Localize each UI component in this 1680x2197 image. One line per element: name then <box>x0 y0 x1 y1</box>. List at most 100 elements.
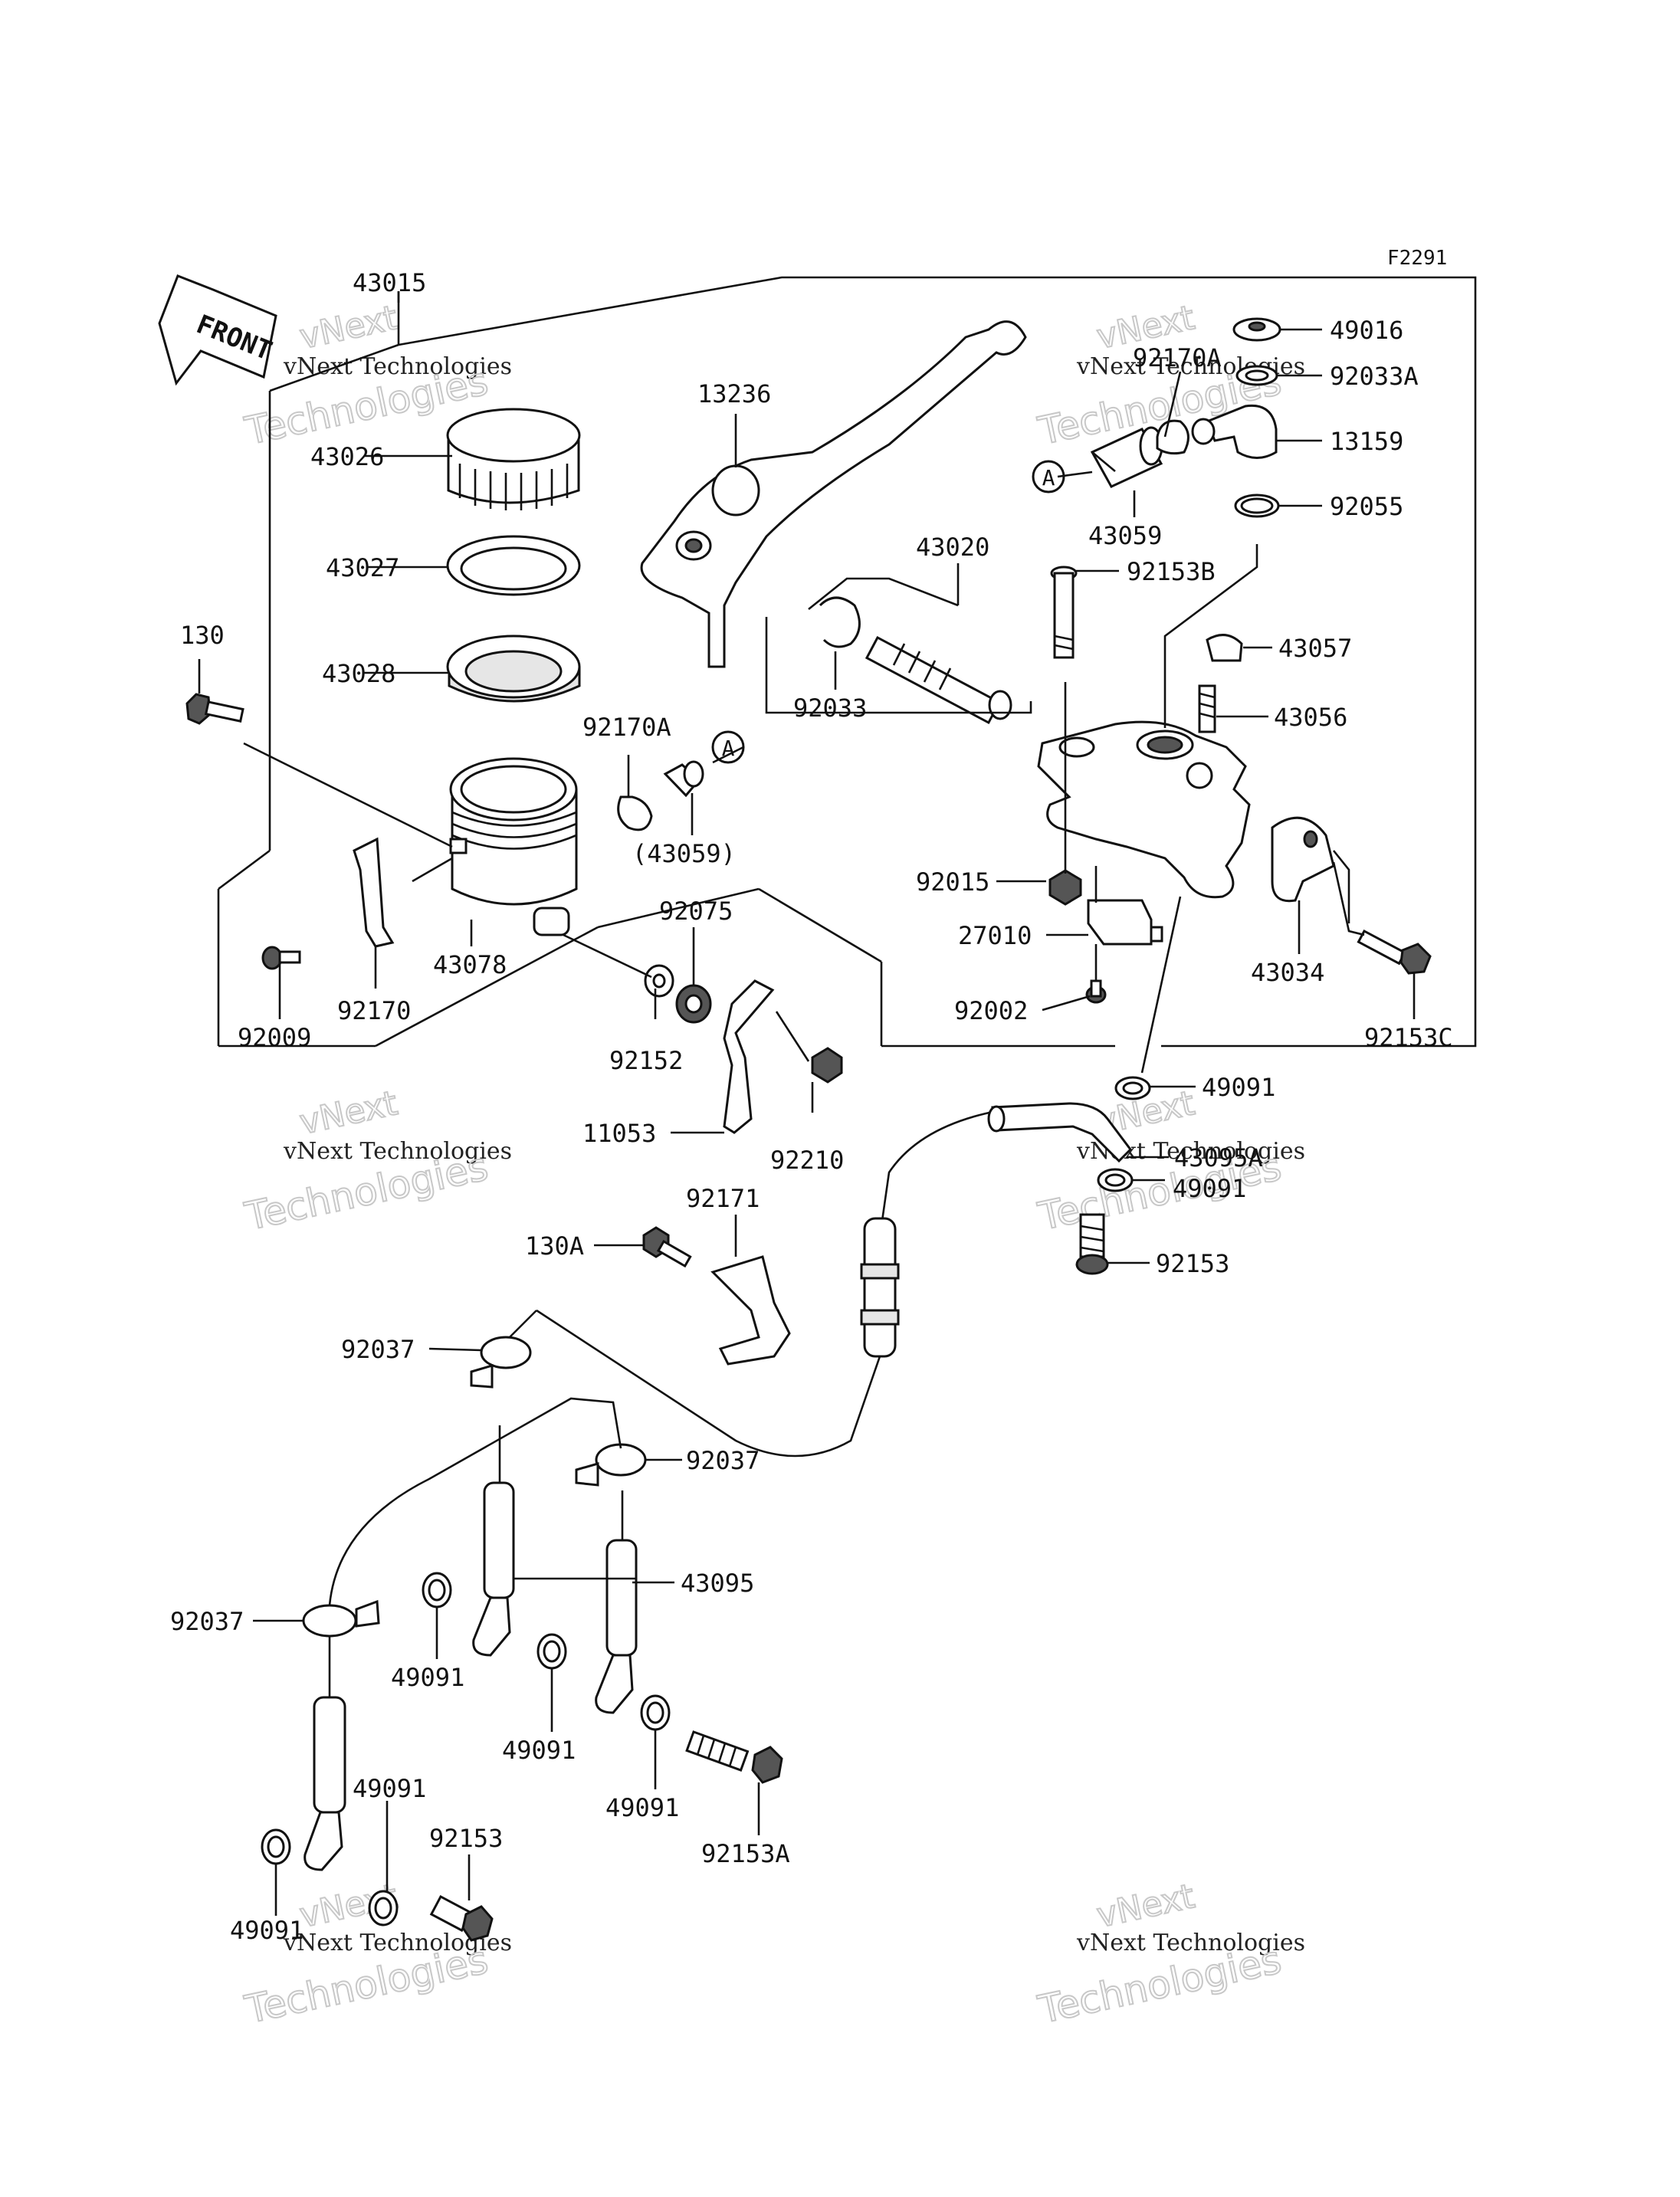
bolt-92153B <box>1050 566 1078 659</box>
brake-lever-13236 <box>640 320 1027 668</box>
nut-92210 <box>811 1047 843 1084</box>
clamp-92170A-left <box>617 795 653 831</box>
leader-lines <box>198 291 1416 1916</box>
label-92037-c: 92037 <box>170 1607 244 1636</box>
reservoir-diaphragm-plate <box>446 535 581 596</box>
screw-92009 <box>261 946 301 970</box>
washer-49091-c <box>422 1572 452 1608</box>
screw-92002 <box>1085 979 1107 1004</box>
label-43059: 43059 <box>1088 521 1162 550</box>
hose-guide-92037-b <box>575 1443 647 1487</box>
label-92210: 92210 <box>770 1146 844 1175</box>
cap-49016 <box>1232 317 1281 342</box>
washer-49091-d <box>536 1633 567 1670</box>
brake-hose-43095 <box>304 1397 638 1871</box>
svg-text:vNext: vNext <box>297 1084 401 1143</box>
label-92153-b: 92153 <box>429 1824 503 1853</box>
label-49091-b: 49091 <box>1173 1174 1246 1203</box>
piston-kit-43020 <box>819 596 1012 725</box>
reservoir-tank <box>449 757 578 936</box>
assembly-frame <box>217 276 1477 1048</box>
bracket-92171 <box>710 1255 791 1366</box>
label-43095A: 43095A <box>1174 1143 1263 1172</box>
label-130: 130 <box>180 621 225 650</box>
label-92009: 92009 <box>238 1023 311 1052</box>
callout-a-left: A <box>711 730 745 764</box>
bleeder-43056 <box>1198 684 1216 733</box>
label-92170A-left: 92170A <box>582 713 671 742</box>
label-92153A: 92153A <box>701 1839 790 1868</box>
label-92170A-right: 92170A <box>1133 343 1222 372</box>
label-92015: 92015 <box>916 867 989 897</box>
brake-hose-43095A <box>536 1102 1132 1458</box>
washer-49091-b <box>1097 1168 1134 1192</box>
clamp-92170A-right <box>1156 419 1189 455</box>
label-49091-g: 49091 <box>353 1774 426 1803</box>
banjo-bolt-92153A <box>685 1730 783 1784</box>
label-92037-b: 92037 <box>686 1446 760 1475</box>
label-49016: 49016 <box>1330 316 1403 345</box>
label-43015: 43015 <box>353 268 426 297</box>
bolt-130A <box>642 1226 692 1268</box>
label-92170: 92170 <box>337 996 411 1025</box>
label-11053: 11053 <box>582 1119 656 1148</box>
watermark-bottom-right: vNext vNext Technologies Technologies <box>1033 1876 1305 2033</box>
label-92033: 92033 <box>793 694 867 723</box>
label-13236: 13236 <box>697 379 771 408</box>
label-92037-a: 92037 <box>341 1335 415 1364</box>
label-43056: 43056 <box>1274 703 1347 732</box>
label-43020: 43020 <box>916 533 989 562</box>
hose-43059-left <box>663 760 704 798</box>
clip-92033A <box>1235 365 1278 386</box>
cap-43057 <box>1206 634 1243 662</box>
washer-49091-e <box>640 1694 671 1731</box>
washer-49091-g <box>368 1890 399 1926</box>
svg-text:vNext: vNext <box>297 298 401 357</box>
hose-fitting-13159 <box>1191 404 1278 459</box>
svg-text:vNext Technologies: vNext Technologies <box>283 1138 512 1165</box>
washer-49091-a <box>1114 1076 1151 1100</box>
bracket-11053 <box>723 979 775 1134</box>
label-92153B: 92153B <box>1127 557 1216 586</box>
label-49091-e: 49091 <box>605 1793 679 1822</box>
label-92033A: 92033A <box>1330 362 1419 391</box>
label-92153-a: 92153 <box>1156 1249 1229 1278</box>
grommet-92152 <box>644 964 674 998</box>
nut-92015 <box>1048 869 1082 906</box>
label-43095: 43095 <box>681 1569 754 1598</box>
label-92152: 92152 <box>609 1046 683 1075</box>
label-43057: 43057 <box>1278 634 1352 663</box>
svg-text:vNext Technologies: vNext Technologies <box>283 353 512 380</box>
label-49091-a: 49091 <box>1202 1073 1275 1102</box>
banjo-bolt-92153-a <box>1075 1213 1109 1275</box>
svg-text:A: A <box>1042 465 1055 490</box>
label-43026: 43026 <box>310 442 384 471</box>
label-43059-paren: (43059) <box>632 839 736 868</box>
label-92075: 92075 <box>659 897 733 926</box>
label-43034: 43034 <box>1251 958 1324 987</box>
reservoir-cap <box>446 408 581 510</box>
svg-text:A: A <box>722 736 735 761</box>
master-cylinder-body <box>1037 720 1251 899</box>
hose-guide-92037-a <box>470 1310 537 1389</box>
clamp-43034 <box>1271 816 1335 903</box>
label-92055: 92055 <box>1330 492 1403 521</box>
diagram-code: F2291 <box>1387 247 1447 270</box>
washer-49091-f <box>261 1828 291 1865</box>
front-arrow-icon: FRONT <box>158 274 277 386</box>
part-labels: 43015 43026 43027 43028 130 92170A (4305… <box>170 268 1453 1945</box>
svg-text:vNext: vNext <box>1094 1877 1198 1936</box>
label-43078: 43078 <box>433 950 507 979</box>
label-49091-f: 49091 <box>230 1916 304 1945</box>
watermark-mid-left: vNext vNext Technologies Technologies <box>240 1083 512 1240</box>
banjo-bolt-92153-b <box>429 1894 494 1942</box>
label-49091-c: 49091 <box>391 1663 464 1692</box>
label-27010: 27010 <box>958 921 1032 950</box>
label-92002: 92002 <box>954 996 1028 1025</box>
bolt-130 <box>185 693 244 725</box>
label-13159: 13159 <box>1330 427 1403 456</box>
label-43028: 43028 <box>322 659 395 688</box>
label-92153C: 92153C <box>1364 1023 1453 1052</box>
label-130A: 130A <box>525 1231 584 1261</box>
